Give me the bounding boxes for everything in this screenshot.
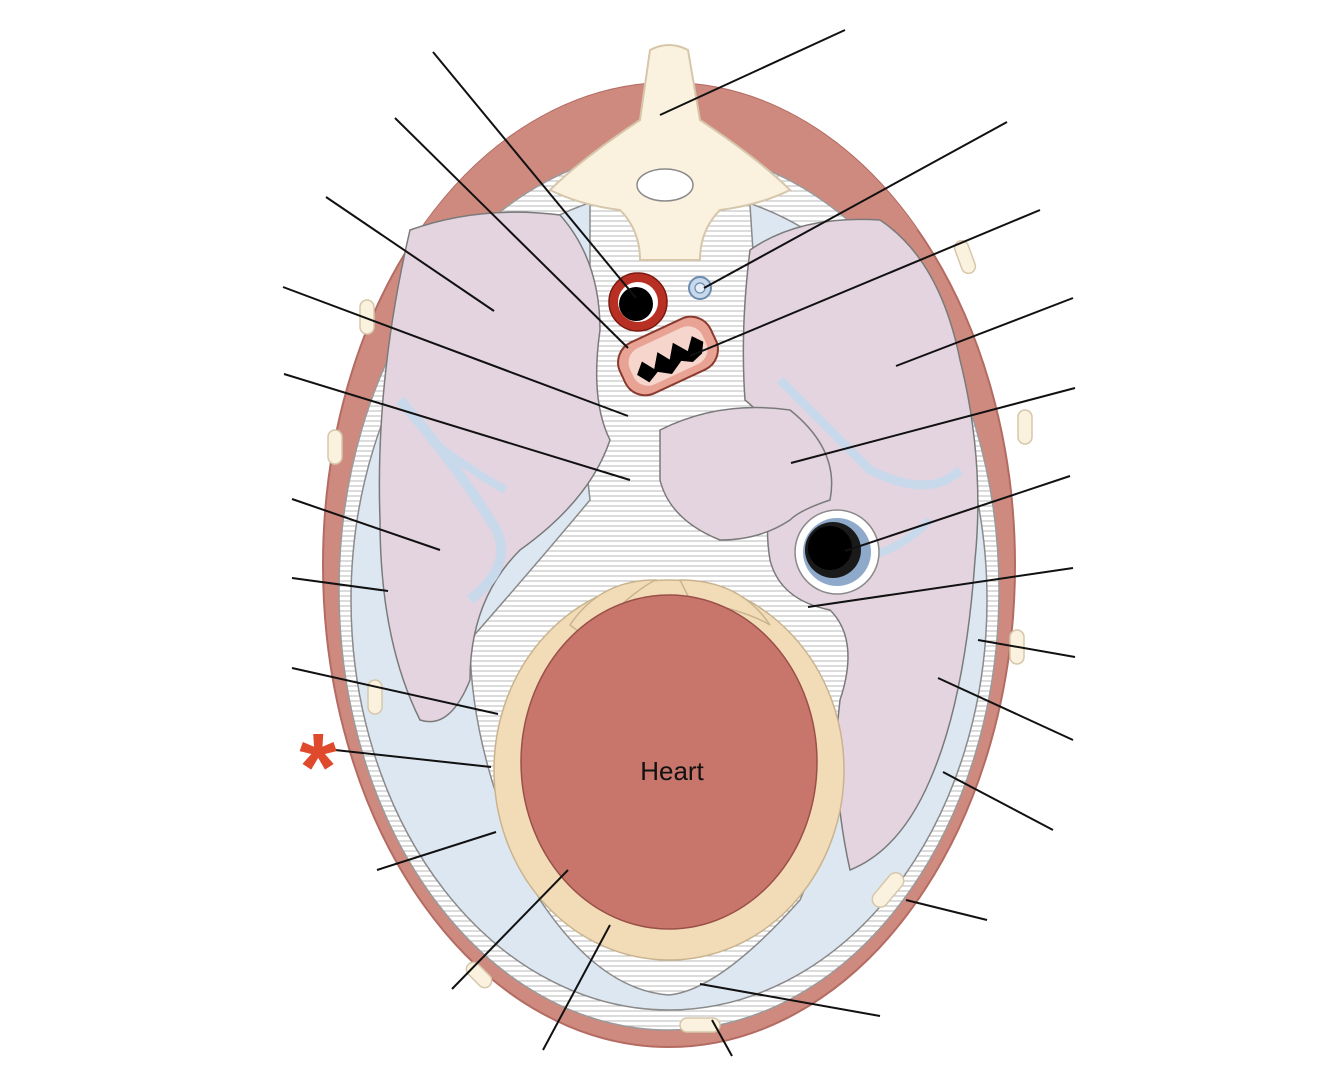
leader-line — [689, 209, 1041, 357]
leader-line — [334, 749, 492, 768]
leader-line — [325, 196, 495, 312]
leader-line — [542, 924, 611, 1051]
leader-lines — [282, 29, 1076, 1057]
leader-line — [905, 899, 988, 921]
lung-left-fissure — [396, 396, 507, 604]
leader-line — [282, 286, 629, 417]
leader-line — [432, 51, 637, 299]
leader-line — [895, 297, 1074, 367]
vertebra — [548, 44, 792, 261]
lung-right-fissure — [776, 376, 964, 490]
lung-right-middle — [659, 406, 833, 541]
leader-line — [291, 498, 441, 551]
leader-line — [790, 387, 1076, 464]
esophagus — [617, 315, 719, 397]
leader-line — [451, 869, 569, 990]
ribs — [327, 239, 1033, 1033]
leader-line — [977, 639, 1076, 658]
leader-line — [703, 121, 1008, 289]
leader-line — [711, 1019, 733, 1057]
heart-label: Heart — [640, 756, 704, 786]
heart — [520, 594, 818, 930]
lung-left — [378, 211, 611, 723]
leader-line — [937, 677, 1074, 741]
leader-line — [291, 577, 389, 592]
leader-line — [942, 771, 1054, 831]
leader-line — [844, 475, 1071, 552]
leader-line — [659, 29, 846, 116]
leader-line — [283, 373, 631, 481]
leader-line — [699, 983, 881, 1017]
leader-line — [394, 117, 629, 349]
vertebral-canal — [636, 168, 694, 202]
asterisk-marker: * — [299, 714, 337, 821]
leader-line — [291, 667, 499, 715]
leader-line — [807, 567, 1074, 608]
leader-line — [376, 831, 497, 871]
